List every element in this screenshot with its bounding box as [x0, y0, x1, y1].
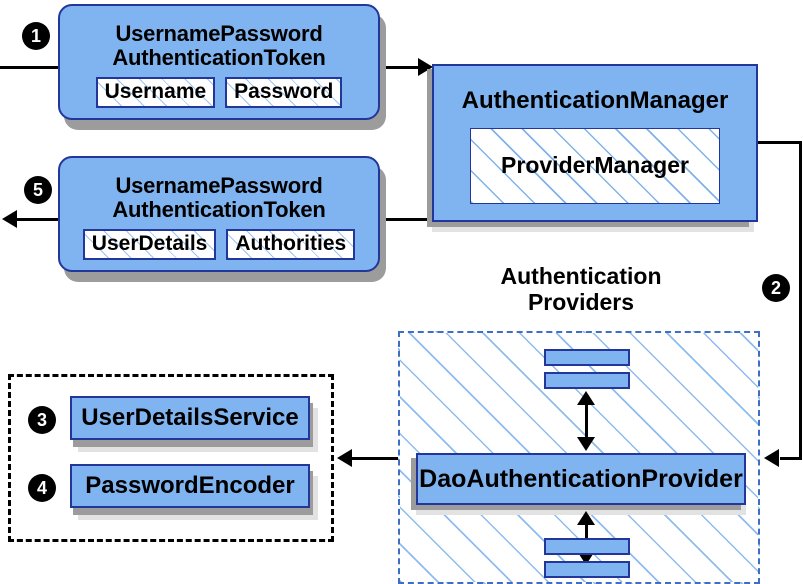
- authentication-manager-title: AuthenticationManager: [461, 87, 729, 114]
- dao-authentication-provider-label: DaoAuthenticationProvider: [419, 465, 743, 493]
- field-username[interactable]: Username: [95, 76, 216, 109]
- step-bullet-3: 3: [28, 406, 56, 434]
- request-token-fields: Username Password: [95, 76, 343, 109]
- password-encoder-box[interactable]: PasswordEncoder: [70, 464, 310, 508]
- step-bullet-4: 4: [28, 474, 56, 502]
- authentication-manager-box[interactable]: AuthenticationManager ProviderManager: [432, 64, 758, 222]
- arrowhead-dao-to-dependencies: [337, 449, 352, 467]
- step-bullet-1: 1: [22, 22, 50, 50]
- field-user-details[interactable]: UserDetails: [82, 228, 217, 261]
- other-provider-bottom-1[interactable]: [544, 538, 630, 555]
- request-token-card[interactable]: UsernamePassword AuthenticationToken Use…: [58, 4, 380, 120]
- response-token-card[interactable]: UsernamePassword AuthenticationToken Use…: [58, 156, 380, 272]
- response-token-fields: UserDetails Authorities: [82, 228, 356, 261]
- other-provider-bottom-2[interactable]: [544, 561, 630, 578]
- connector-token-to-manager: [378, 66, 423, 69]
- user-details-service-box[interactable]: UserDetailsService: [70, 396, 310, 440]
- connector-manager-down: [799, 141, 802, 459]
- request-token-title: UsernamePassword AuthenticationToken: [112, 20, 326, 71]
- connector-manager-right: [758, 141, 802, 144]
- other-provider-top-1[interactable]: [544, 349, 630, 366]
- other-provider-top-2[interactable]: [544, 372, 630, 389]
- provider-manager-label: ProviderManager: [501, 152, 689, 179]
- dao-authentication-provider-box[interactable]: DaoAuthenticationProvider: [416, 453, 746, 505]
- connector-incoming-request: [0, 66, 72, 69]
- connector-top-providers-vertical: [585, 399, 588, 445]
- arrowhead-into-dao: [764, 449, 779, 467]
- connector-manager-to-response: [378, 218, 438, 221]
- dependencies-group: [8, 374, 334, 542]
- connector-dao-to-dependencies: [352, 457, 420, 460]
- field-authorities[interactable]: Authorities: [226, 228, 356, 261]
- authentication-providers-zone: DaoAuthenticationProvider: [398, 331, 760, 584]
- arrowhead-top-providers-up: [577, 391, 595, 405]
- connector-into-dao: [780, 457, 802, 460]
- response-token-title: UsernamePassword AuthenticationToken: [112, 172, 326, 223]
- arrowhead-top-providers-down: [577, 437, 595, 451]
- connector-response-out: [16, 218, 74, 221]
- user-details-service-label: UserDetailsService: [81, 403, 299, 431]
- step-bullet-2: 2: [762, 274, 790, 302]
- arrowhead-bottom-providers-up: [577, 511, 595, 525]
- provider-manager-panel[interactable]: ProviderManager: [470, 128, 720, 204]
- field-password[interactable]: Password: [225, 76, 343, 109]
- arrowhead-response-out: [2, 210, 17, 228]
- authentication-providers-heading: Authentication Providers: [500, 263, 662, 315]
- step-bullet-5: 5: [24, 176, 52, 204]
- password-encoder-label: PasswordEncoder: [85, 471, 295, 499]
